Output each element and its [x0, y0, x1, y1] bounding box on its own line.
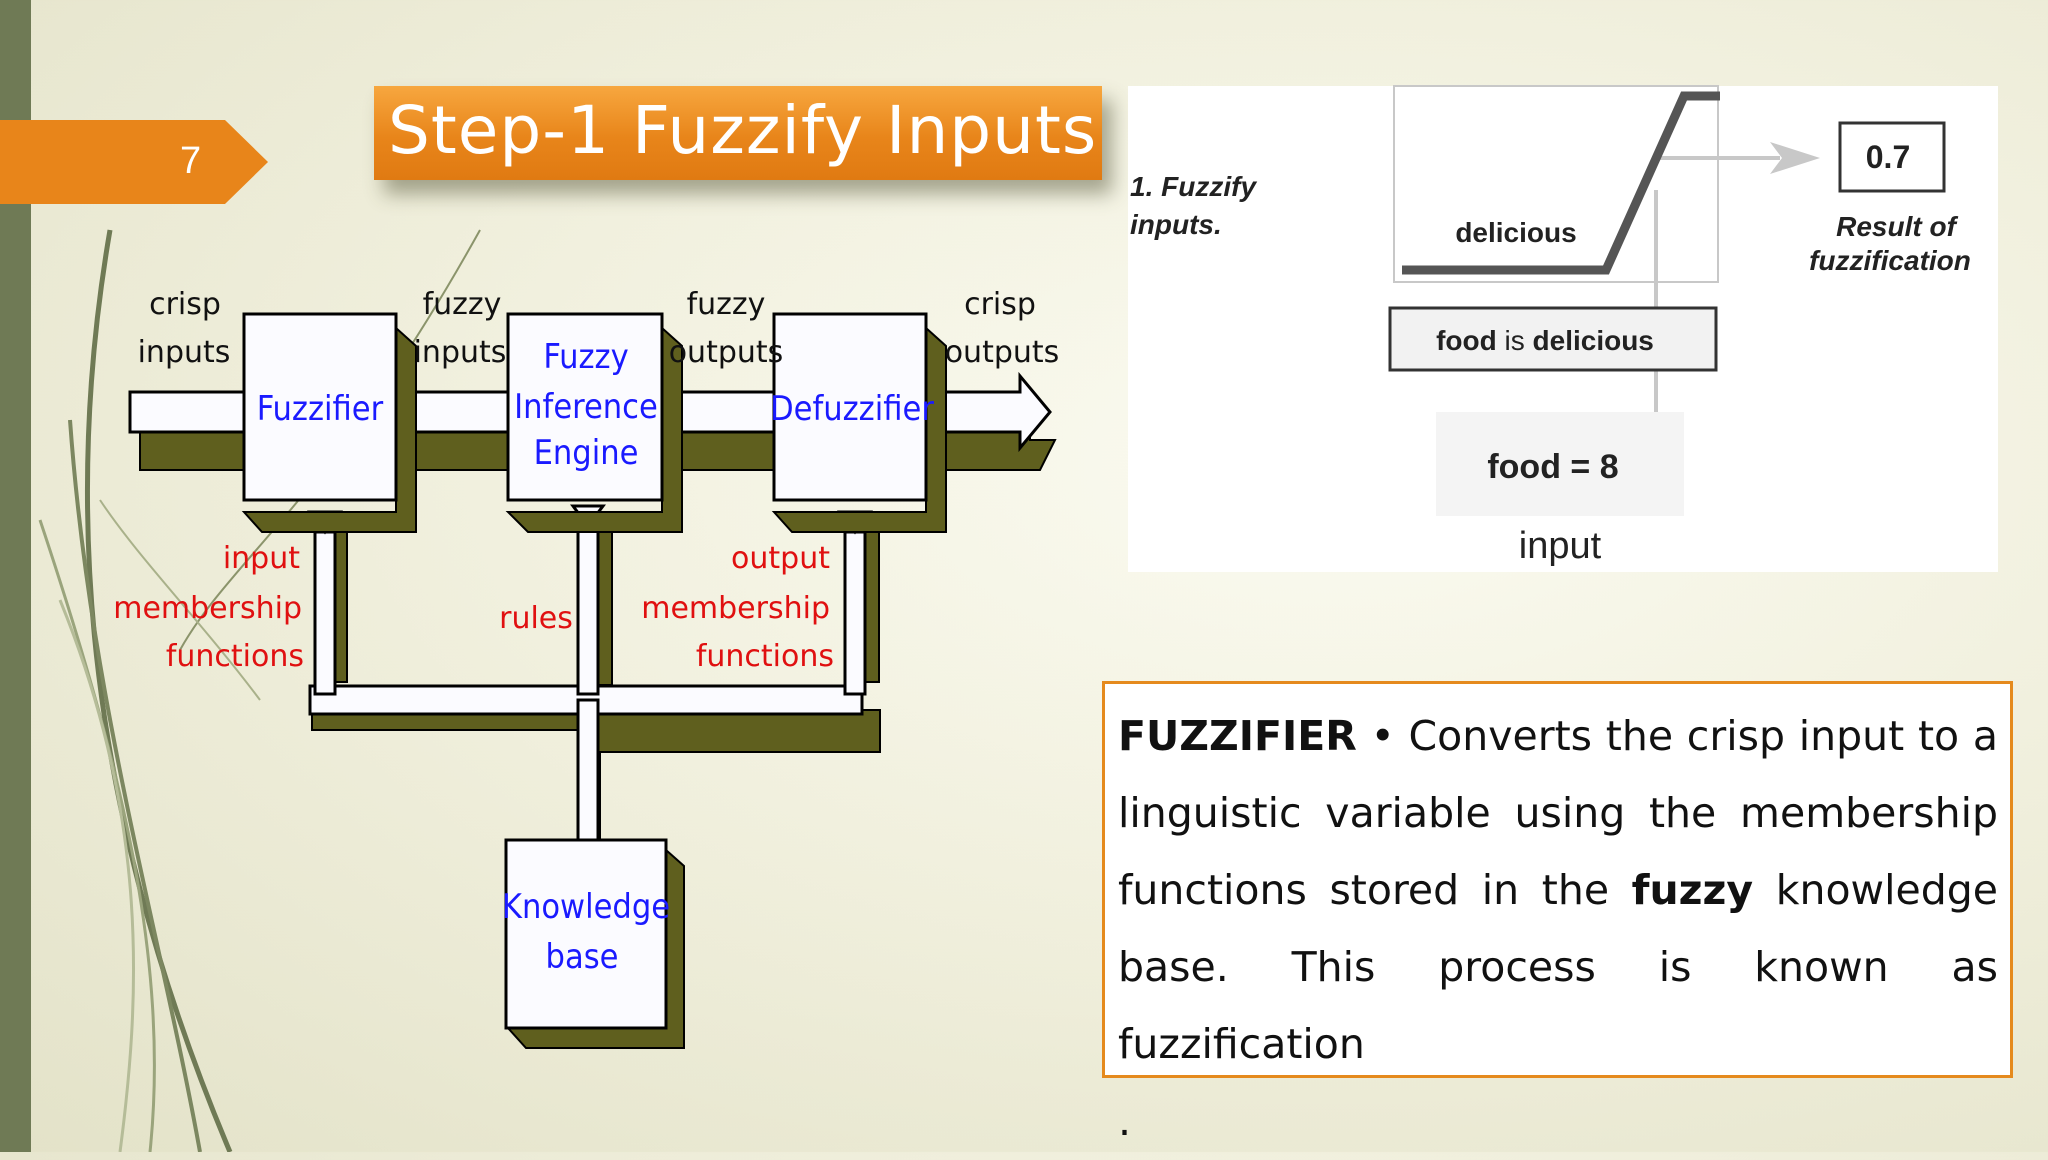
- output-mf-line3: functions: [696, 639, 834, 674]
- step-label-line1: 1. Fuzzify: [1130, 171, 1257, 202]
- description-emphasis: fuzzy: [1631, 866, 1754, 914]
- fuzzy-inputs-line2: inputs: [414, 335, 507, 370]
- result-caption-line2: fuzzification: [1809, 245, 1971, 276]
- description-part2: knowledge base. This process is known as…: [1118, 866, 1998, 1068]
- output-mf-line2: membership: [641, 591, 830, 626]
- knowledge-label-line1: Knowledge: [502, 887, 670, 927]
- crisp-inputs-line2: inputs: [138, 335, 231, 370]
- set-name-label: delicious: [1455, 217, 1576, 248]
- rule-box: [1388, 306, 1718, 372]
- description-text: FUZZIFIER • Converts the crisp input to …: [1118, 698, 1998, 1160]
- defuzzifier-label: Defuzzifier: [770, 389, 934, 429]
- slide-title: Step-1 Fuzzify Inputs: [388, 92, 1098, 169]
- fuzzy-outputs-line2: outputs: [669, 335, 784, 370]
- result-caption-line1: Result of: [1836, 211, 1958, 242]
- result-box: [1838, 121, 1946, 193]
- bullet-glyph: •: [1370, 712, 1395, 760]
- membership-plot-frame: [1393, 85, 1719, 283]
- description-part1: Converts the crisp input to a linguistic…: [1118, 712, 1998, 914]
- delicious-membership-curve: [1402, 91, 1720, 275]
- fuzzifier-block: [241, 312, 417, 533]
- description-box: [1102, 681, 2013, 1078]
- description-lead: FUZZIFIER: [1118, 712, 1357, 760]
- description-trailing: .: [1118, 1097, 1132, 1145]
- fuzzifier-label: Fuzzifier: [257, 389, 384, 429]
- inference-block: [505, 312, 683, 533]
- rule-text: food is delicious: [1436, 325, 1654, 356]
- input-box: [1436, 412, 1684, 516]
- inference-label-line3: Engine: [534, 433, 639, 473]
- defuzzifier-block: [771, 312, 947, 533]
- slide-number: 7: [180, 140, 202, 182]
- input-mf-line3: functions: [166, 639, 304, 674]
- result-value: 0.7: [1866, 139, 1910, 175]
- result-arrow-icon: [1770, 142, 1820, 174]
- slide-number-tab: [0, 120, 268, 204]
- output-mf-line1: output: [731, 541, 830, 576]
- inference-label-line1: Fuzzy: [543, 337, 628, 377]
- fuzzy-outputs-line1: fuzzy: [687, 287, 766, 322]
- crisp-outputs-line1: crisp: [964, 287, 1036, 322]
- input-caption: input: [1519, 525, 1602, 567]
- input-mf-line2: membership: [113, 591, 302, 626]
- crisp-inputs-line1: crisp: [149, 287, 221, 322]
- crisp-outputs-line2: outputs: [945, 335, 1060, 370]
- fuzzy-inputs-line1: fuzzy: [423, 287, 502, 322]
- input-mf-line1: input: [223, 541, 300, 576]
- knowledge-label-line2: base: [546, 937, 619, 977]
- knowledge-base-block: [504, 838, 685, 1049]
- step-label-line2: inputs.: [1130, 209, 1222, 240]
- title-banner: [374, 86, 1102, 180]
- rules-label: rules: [499, 601, 573, 636]
- inference-label-line2: Inference: [514, 387, 658, 427]
- input-value: food = 8: [1487, 448, 1618, 486]
